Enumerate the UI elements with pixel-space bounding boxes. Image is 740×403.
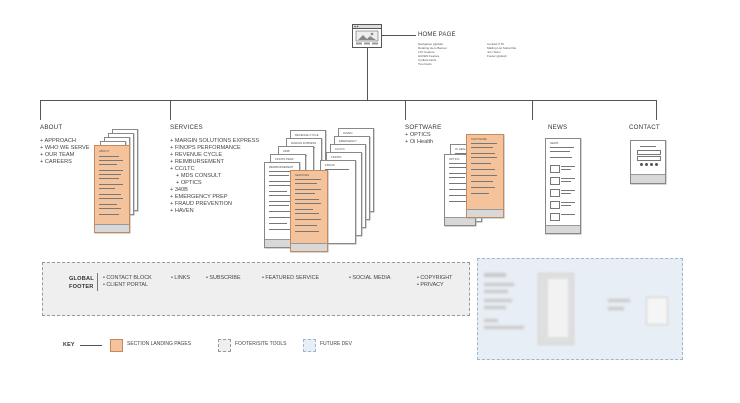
home-item: Mailing List Subscribe (487, 46, 517, 50)
footer-label: GLOBAL FOOTER (69, 275, 94, 291)
key-swatch-footer-tools (218, 339, 231, 352)
thumb-label: FINOPS (331, 155, 342, 159)
footer-item: • CLIENT PORTAL (103, 282, 149, 288)
section-contact: CONTACT (629, 124, 660, 131)
home-item: 3 pillars block (418, 58, 437, 62)
thumb-label: FRAUD (325, 163, 335, 167)
home-item: LTC Feature (418, 50, 435, 54)
home-items-right: Contact CTA Mailing List Subscribe Join … (487, 42, 516, 58)
thumb-label: OI HEALTH (455, 147, 470, 151)
thumb-label: ABOUT (99, 149, 110, 153)
thumb-label: SOFTWARE (471, 137, 487, 141)
thumb-label: OPTICS (449, 157, 460, 161)
footer-label-line2: FOOTER (69, 284, 94, 290)
about-thumbnails: ABOUT (94, 129, 144, 233)
section-item: + HAVEN (170, 208, 194, 214)
global-footer-box: GLOBAL FOOTER • CONTACT BLOCK • CLIENT P… (42, 262, 470, 316)
section-software: SOFTWARE + OPTICS + Oi Health (405, 124, 441, 146)
section-item: + OPTICS (405, 132, 431, 138)
tree-drop-services (170, 100, 171, 120)
tree-drop-software (405, 100, 406, 120)
tree-drop-news (532, 100, 533, 120)
home-item: Navigation (global) (418, 42, 444, 46)
thumb-label: CC/LTC (335, 147, 345, 151)
home-connector (382, 35, 416, 36)
thumb-label: HAVEN (343, 131, 353, 135)
key-swatch-future (303, 339, 316, 352)
key-swatch-landing (110, 339, 123, 352)
thumb-label: REIMBURSEMENT (269, 165, 294, 169)
footer-divider (97, 273, 98, 291)
thumb-label: REVENUE CYCLE (295, 133, 319, 137)
section-item: + MDS CONSULT (176, 173, 222, 179)
section-item: + OUR TEAM (40, 152, 75, 158)
future-dev-box (477, 258, 683, 360)
key-landing-label: SECTION LANDING PAGES (127, 341, 192, 347)
home-item: Contact CTA (487, 42, 504, 46)
footer-label-line1: GLOBAL (69, 276, 94, 282)
thumb-label: NEWS (550, 141, 559, 145)
home-item: HAVEN Feature (418, 54, 440, 58)
home-item: Footer (global) (487, 54, 507, 58)
software-thumbnails: OI HEALTH OPTICS SOFTWARE (440, 134, 510, 226)
tree-drop-about (40, 100, 41, 120)
key-line (80, 345, 102, 346)
section-item: + EMERGENCY PREP (170, 194, 228, 200)
key-future-label: FUTURE DEV (320, 341, 352, 347)
tree-branch (40, 100, 657, 101)
section-item: + WHO WE SERVE (40, 145, 90, 151)
services-thumbnails: HAVEN REVENUE CYCLE EMERGENCY MARGIN EXP… (264, 128, 384, 252)
footer-item: • CONTACT BLOCK (103, 275, 152, 281)
home-items-left: Navigation (global) Rotating Hero Banner… (418, 42, 447, 66)
section-item: + REIMBURSEMENT (170, 159, 224, 165)
home-item: Two Facts (418, 62, 432, 66)
section-item: + FRAUD PREVENTION (170, 201, 233, 207)
section-item: + Oi Health (405, 139, 434, 145)
about-landing-thumb: ABOUT (94, 145, 130, 233)
section-item: + CC/LTC (170, 166, 195, 172)
contact-thumb (630, 140, 666, 184)
home-item: Rotating Hero Banner (418, 46, 448, 50)
footer-item: • COPYRIGHT (417, 275, 453, 281)
thumb-label: FINOPS PERF (275, 157, 294, 161)
software-landing-thumb: SOFTWARE (466, 134, 504, 218)
section-about: ABOUT + APPROACH + WHO WE SERVE + OUR TE… (40, 124, 89, 166)
section-title: ABOUT (40, 124, 63, 131)
footer-item: • LINKS (171, 275, 190, 281)
section-item: + APPROACH (40, 138, 76, 144)
footer-item: • SOCIAL MEDIA (349, 275, 391, 281)
news-thumb: NEWS (545, 138, 581, 234)
section-item: + CAREERS (40, 159, 72, 165)
section-item: + FINOPS PERFORMANCE (170, 145, 241, 151)
thumb-label: MARGIN EXPRESS (291, 141, 317, 145)
key-footer-tools-label: FOOTER/SITE TOOLS (235, 341, 287, 347)
tree-drop-contact (656, 100, 657, 120)
home-page-title: HOME PAGE (418, 32, 456, 38)
section-title: SERVICES (170, 124, 203, 131)
section-news: NEWS (548, 124, 568, 131)
home-item: Join Team (487, 50, 501, 54)
section-item: + 340B (170, 187, 188, 193)
section-services: SERVICES + MARGIN SOLUTIONS EXPRESS + FI… (170, 124, 259, 215)
footer-item: • PRIVACY (417, 282, 444, 288)
home-page-icon (352, 24, 382, 48)
thumb-label: 340B (283, 149, 290, 153)
section-item: + OPTICS (176, 180, 202, 186)
section-title: SOFTWARE (405, 124, 442, 131)
footer-item: • SUBSCRIBE (206, 275, 241, 281)
thumb-label: SERVICES (295, 173, 310, 177)
tree-trunk (367, 48, 368, 101)
section-item: + MARGIN SOLUTIONS EXPRESS (170, 138, 260, 144)
thumb-label: EMERGENCY (339, 139, 358, 143)
services-landing-thumb: SERVICES (290, 170, 328, 252)
section-item: + REVENUE CYCLE (170, 152, 223, 158)
footer-item: • FEATURED SERVICE (262, 275, 320, 281)
key-label: KEY (63, 342, 75, 348)
